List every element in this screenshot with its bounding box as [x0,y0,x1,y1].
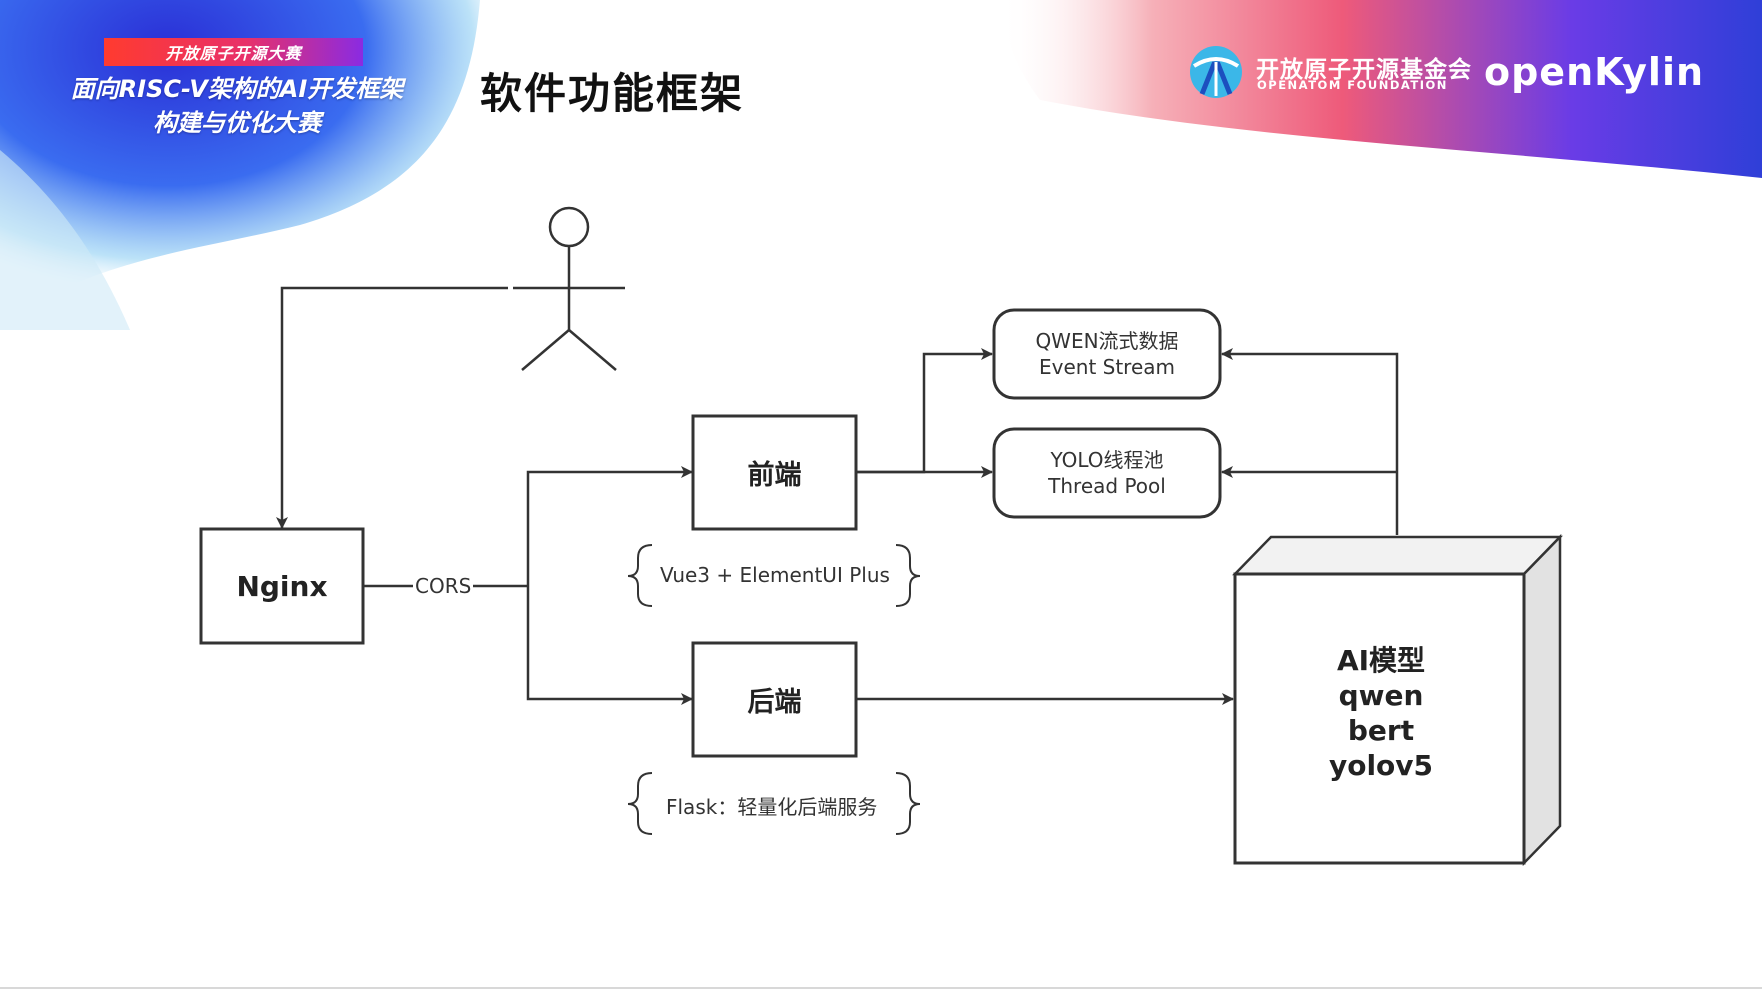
edge-actor-nginx [276,286,508,529]
yolo-label-line2: Thread Pool [1048,474,1166,498]
user-actor-icon [513,206,625,371]
edge-to-backend [526,586,693,705]
backend-label: 后端 [747,687,802,718]
qwen-label: QWEN流式数据 Event Stream [994,310,1220,398]
ai-model-box [1232,533,1563,867]
openatom-logo-icon [1190,46,1242,98]
ai-model-label: AI模型 qwen bert yolov5 [1236,643,1526,783]
page-title: 软件功能框架 [480,69,745,118]
ai-label-line: qwen [1338,679,1424,712]
cors-label: CORS [413,574,474,598]
edge-ai-qwen [1221,348,1399,535]
qwen-label-line2: Event Stream [1038,355,1175,379]
qwen-label-line1: QWEN流式数据 [1035,329,1179,353]
nginx-label: Nginx [236,569,328,603]
openkylin-logo: openKylin [1484,50,1705,94]
yolo-label-line1: YOLO线程池 [1050,448,1164,472]
edge-frontend-qwen [856,348,993,474]
openatom-name-en: OPENATOM FOUNDATION [1257,78,1448,92]
contest-title-line1: 面向RISC-V架构的AI开发框架 [70,75,404,103]
yolo-label: YOLO线程池 Thread Pool [994,429,1220,517]
contest-title: 面向RISC-V架构的AI开发框架 构建与优化大赛 [52,72,422,140]
frontend-note: Vue3 + ElementUI Plus [660,563,890,587]
frontend-label: 前端 [747,460,802,491]
backend-note-braces [627,772,921,835]
qwen-pill [992,308,1222,400]
ai-label-line: yolov5 [1328,749,1434,782]
contest-title-line2: 构建与优化大赛 [153,109,321,137]
backend-note: Flask：轻量化后端服务 [666,795,878,819]
ai-label-line: AI模型 [1336,644,1426,677]
openatom-name-cn: 开放原子开源基金会 [1256,57,1472,83]
contest-tag: 开放原子开源大赛 [104,38,363,66]
ai-label-line: bert [1347,714,1415,747]
frontend-note-braces [627,544,921,607]
yolo-pill [992,427,1222,519]
edge-to-frontend [526,466,693,586]
